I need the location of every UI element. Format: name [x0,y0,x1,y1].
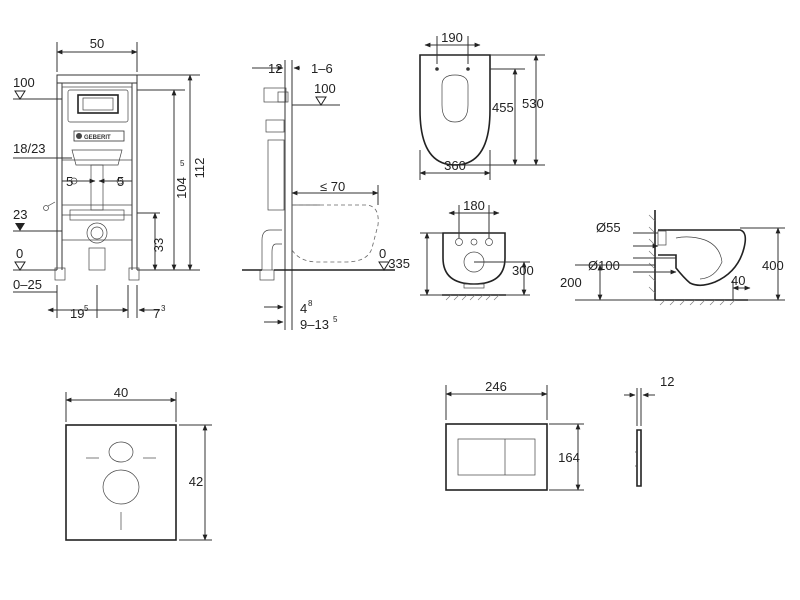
side-level-0: 0 [379,246,386,261]
side-bottom-9-13-sup: 5 [333,315,338,324]
bowl-back-view: 180 335 300 [388,198,534,301]
side-bottom-4-sup: 8 [308,299,313,308]
frame-height-main: 104 [174,177,189,199]
frame-width-label: 50 [90,36,104,51]
bowl-back-width-180: 180 [463,198,485,213]
bottom-19-sup: 5 [84,304,89,313]
bowl-side-h200: 200 [560,275,582,290]
flush-plate-front: 246 164 [445,379,584,491]
frame-height-main-sup: 5 [180,159,185,168]
flush-plate-side: 12 [624,374,674,487]
side-bottom-4: 4 [300,301,307,316]
range-0-25-label: 0–25 [13,277,42,292]
offset-5-right: 5 [117,174,124,189]
plate-width-label: 246 [485,379,507,394]
side-bottom-9-13: 9–13 [300,317,329,332]
frame-height-total: 112 [192,158,207,179]
bowl-side-view: Ø55 Ø100 200 400 40 [560,210,785,306]
pad-width-label: 40 [114,385,128,400]
bowl-depth-530: 530 [522,96,544,111]
level-0-label: 0 [16,246,23,261]
plate-height-label: 164 [558,450,580,465]
range-18-23-label: 18/23 [13,141,46,156]
insulation-pad: 40 42 [65,385,212,541]
level-100-label: 100 [13,75,35,90]
bowl-back-height-300: 300 [512,263,534,278]
frame-height-33: 33 [151,238,166,252]
bowl-side-d55: Ø55 [596,220,621,235]
level-23-label: 23 [13,207,27,222]
offset-5-left: 5 [66,174,73,189]
side-level-100: 100 [314,81,336,96]
side-top-12: 12 [268,61,282,76]
pad-height-label: 42 [189,474,203,489]
frame-front-view: GEBERIT 50 112 [13,36,207,321]
bowl-side-w40: 40 [731,273,745,288]
side-top-1-6: 1–6 [311,61,333,76]
bowl-side-h400: 400 [762,258,784,273]
side-reach: ≤ 70 [320,179,345,194]
bowl-top-view: 190 455 530 360 [419,30,545,180]
bowl-width-360: 360 [444,158,466,173]
bowl-width-190: 190 [441,30,463,45]
brand-label: GEBERIT [84,135,111,141]
bottom-7-label: 7 [153,306,160,321]
frame-side-view: 100 0 12 1–6 ≤ 70 4 8 9–13 5 [242,60,395,332]
bottom-19-label: 19 [70,306,84,321]
plate-depth-label: 12 [660,374,674,389]
bowl-depth-455: 455 [492,100,514,115]
bowl-back-height-335: 335 [388,256,410,271]
bottom-7-sup: 3 [161,304,166,313]
